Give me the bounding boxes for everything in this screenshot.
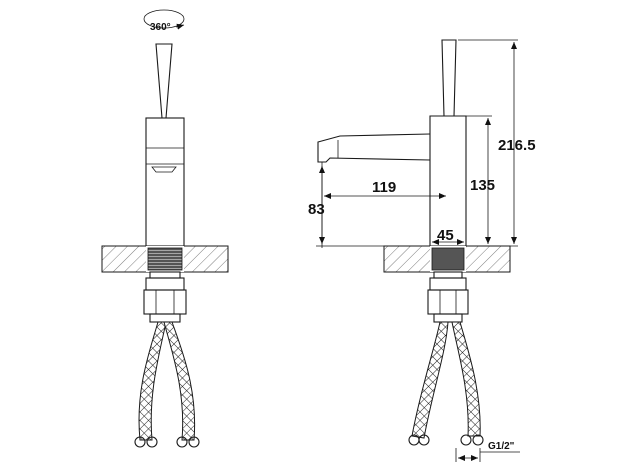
thread-callout: G1/2" (455, 441, 520, 462)
front-nut (143, 271, 187, 323)
front-handle (155, 43, 173, 119)
side-nut (427, 271, 469, 323)
side-view: 216.5 135 119 83 45 (308, 39, 536, 462)
dimension-base-width-label: 45 (437, 227, 454, 244)
dimension-spout-height: 83 (308, 166, 430, 247)
dimension-body-height: 135 (466, 115, 495, 244)
front-body (145, 117, 185, 247)
rotation-label: 360° (150, 22, 171, 33)
front-hoses (134, 321, 200, 448)
dimension-total-height-label: 216.5 (498, 137, 536, 154)
dimension-spout-reach-label: 119 (372, 179, 396, 196)
rotation-indicator: 360° (143, 9, 185, 33)
front-view: 360° (101, 9, 229, 448)
dimension-spout-reach: 119 (321, 162, 446, 248)
dimension-total-height: 216.5 (458, 39, 536, 247)
dimension-body-height-label: 135 (470, 177, 495, 194)
thread-label: G1/2" (488, 441, 515, 452)
dimension-spout-height-label: 83 (308, 201, 325, 218)
dimension-base-width: 45 (432, 227, 464, 245)
side-handle (441, 39, 457, 117)
side-spout (317, 133, 431, 163)
side-countertop (383, 245, 511, 273)
side-hoses (408, 321, 484, 446)
front-countertop (101, 245, 229, 273)
